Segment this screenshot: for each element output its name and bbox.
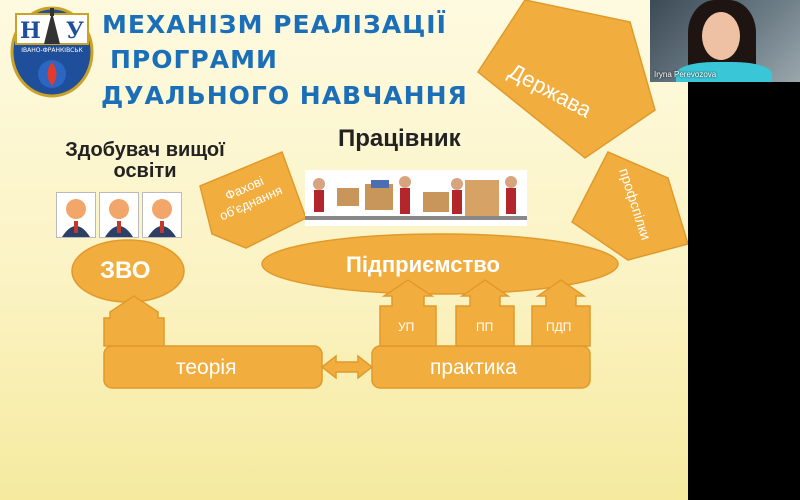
- conference-side-panel: [688, 0, 800, 500]
- student-avatar-icon: [148, 199, 176, 237]
- practice-label: практика: [430, 356, 517, 379]
- zvo-label: ЗВО: [100, 257, 151, 284]
- slide-title-line-1: МЕХАНІЗМ РЕАЛІЗАЦІЇ: [102, 10, 447, 39]
- arrow-up-zvo: [103, 295, 165, 347]
- student-avatar-icon: [62, 199, 90, 237]
- slide-title-line-2: ПРОГРАМИ: [110, 45, 278, 74]
- participant-name: Iryna Perevozova: [654, 70, 717, 79]
- practice-type-pdp: ПДП: [546, 320, 572, 334]
- arrow-up-pp: [455, 279, 515, 347]
- enterprise-label: Підприємство: [346, 252, 500, 277]
- student-label-line-2: освіти: [113, 160, 177, 182]
- practice-type-up: УП: [398, 320, 415, 334]
- student-avatar: [56, 192, 96, 238]
- warehouse-workers-icon: [305, 176, 527, 220]
- arrow-up-up: [379, 279, 437, 347]
- enterprise-shape: [261, 233, 619, 295]
- double-arrow: [320, 354, 374, 380]
- student-avatar-icon: [105, 199, 133, 237]
- practice-type-pp: ПП: [476, 320, 494, 334]
- student-label-line-1: Здобувач вищої: [65, 139, 225, 161]
- svg-text:Н: Н: [20, 18, 41, 44]
- student-avatar: [99, 192, 139, 238]
- worker-label: Працівник: [338, 125, 461, 152]
- student-label: Здобувач вищої освіти: [50, 140, 240, 182]
- state-shape: [477, 0, 656, 159]
- svg-text:У: У: [66, 18, 84, 44]
- workers-image: [305, 170, 527, 226]
- diagram-shapes: [71, 0, 688, 389]
- participant-video-tile[interactable]: Iryna Perevozova: [650, 0, 800, 82]
- theory-label: теорія: [176, 356, 237, 379]
- participant-shirt: [676, 62, 772, 82]
- participant-face: [702, 12, 740, 60]
- arrow-up-pdp: [531, 279, 591, 347]
- university-logo: Н У ІВАНО-ФРАНКІВСЬК: [10, 6, 94, 98]
- svg-text:ІВАНО-ФРАНКІВСЬК: ІВАНО-ФРАНКІВСЬК: [21, 47, 83, 54]
- student-avatar: [142, 192, 182, 238]
- prof-assoc-shape: [199, 151, 307, 249]
- slide-title-line-3: ДУАЛЬНОГО НАВЧАННЯ: [101, 81, 468, 110]
- presentation-slide: Н У ІВАНО-ФРАНКІВСЬК МЕХАНІЗМ РЕАЛІЗАЦІЇ…: [0, 0, 688, 500]
- unions-shape: [571, 151, 688, 261]
